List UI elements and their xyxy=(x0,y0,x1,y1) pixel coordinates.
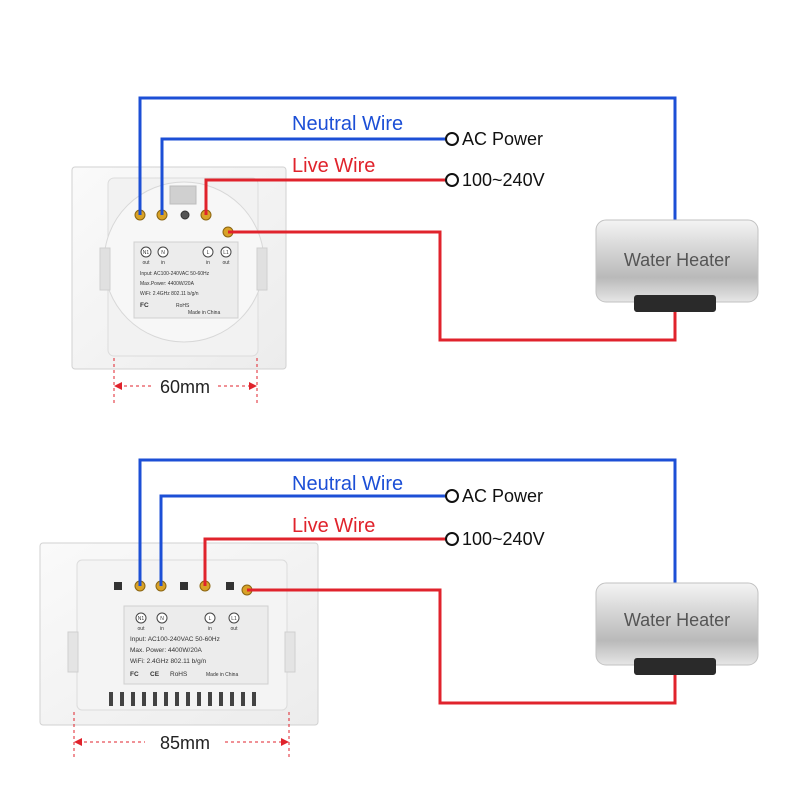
top-neutral-label: Neutral Wire xyxy=(292,113,403,135)
top-right-clip xyxy=(256,247,268,291)
top-terminal-l1-dir: out xyxy=(223,260,231,266)
bottom-dimension: 85mm xyxy=(73,712,290,760)
bottom-voltage-label: 100~240V xyxy=(462,529,545,549)
top-spec-label xyxy=(133,241,239,319)
bottom-terminal-n1-label: N1 xyxy=(138,616,145,622)
bottom-live-wire xyxy=(203,537,446,586)
top-voltage-terminal xyxy=(445,173,459,187)
bottom-terminal-labels: N1 N L L1 out in in out xyxy=(135,612,240,632)
top-heater-label: Water Heater xyxy=(624,250,730,270)
bottom-terminal-l-label: L xyxy=(209,616,212,622)
top-water-heater: Water Heater xyxy=(595,219,759,312)
top-cert-fc: FC xyxy=(140,302,149,309)
bottom-cert-fc: FC xyxy=(130,671,139,678)
top-terminal-n-label: N xyxy=(161,250,165,256)
top-made-in: Made in China xyxy=(188,310,220,316)
top-ac-power-label: AC Power xyxy=(462,129,543,149)
bottom-terminal-row xyxy=(114,582,234,590)
bottom-terminal-l1-dir: out xyxy=(231,626,239,632)
bottom-made-in: Made in China xyxy=(206,672,238,678)
bottom-width-label: 85mm xyxy=(160,733,210,753)
bottom-terminal-n-dir: in xyxy=(160,626,164,632)
top-left-clip xyxy=(99,247,111,291)
bottom-ac-power-label: AC Power xyxy=(462,486,543,506)
bottom-neutral-loop-wire xyxy=(138,458,677,588)
bottom-terminal-l1-label: L1 xyxy=(231,616,237,622)
top-spec-power: Max.Power: 4400W/20A xyxy=(140,281,195,287)
bottom-spec-label xyxy=(123,605,269,685)
top-terminal-n-dir: in xyxy=(161,260,165,266)
bottom-terminal-l-dir: in xyxy=(208,626,212,632)
bottom-neutral-label: Neutral Wire xyxy=(292,473,403,495)
top-terminal-n1-label: N1 xyxy=(143,250,150,256)
top-diagram: N1 N L L1 out in in out Input: AC100-240… xyxy=(71,96,759,405)
top-screw-mid xyxy=(180,210,190,220)
bottom-spec-wifi: WiFi: 2.4GHz 802.11 b/g/n xyxy=(130,658,206,665)
top-terminal-l-dir: in xyxy=(206,260,210,266)
bottom-voltage-terminal xyxy=(445,532,459,546)
top-terminal-l1-label: L1 xyxy=(223,250,229,256)
top-cert-rohs: RoHS xyxy=(176,303,190,309)
bottom-water-heater: Water Heater xyxy=(595,582,759,675)
top-width-label: 60mm xyxy=(160,377,210,397)
bottom-left-clip xyxy=(67,631,79,673)
top-voltage-label: 100~240V xyxy=(462,170,545,190)
bottom-vent-slots xyxy=(109,692,256,706)
bottom-neutral-wire xyxy=(159,494,446,586)
bottom-diagram: N1 N L L1 out in in out Input: AC100-240… xyxy=(39,458,759,760)
bottom-cert-ce: CE xyxy=(150,671,160,678)
top-live-label: Live Wire xyxy=(292,155,375,177)
bottom-terminal-n-label: N xyxy=(160,616,164,622)
top-spec-input: Input: AC100-240VAC 50-60Hz xyxy=(140,271,210,277)
bottom-right-clip xyxy=(284,631,296,673)
top-dimension: 60mm xyxy=(113,358,258,405)
top-load-wire xyxy=(228,230,677,342)
bottom-live-label: Live Wire xyxy=(292,515,375,537)
top-neutral-wire xyxy=(160,137,446,215)
top-spec-wifi: WiFi: 2.4GHz 802.11 b/g/n xyxy=(140,291,199,297)
bottom-ac-terminal xyxy=(445,489,459,503)
bottom-spec-power: Max. Power: 4400W/20A xyxy=(130,647,203,654)
bottom-heater-label: Water Heater xyxy=(624,610,730,630)
top-neutral-loop-wire xyxy=(138,96,677,225)
top-live-wire xyxy=(204,178,446,215)
top-terminal-n1-dir: out xyxy=(143,260,151,266)
bottom-load-wire xyxy=(247,588,677,705)
bottom-spec-input: Input: AC100-240VAC 50-60Hz xyxy=(130,636,220,643)
top-ac-terminal xyxy=(445,132,459,146)
top-terminal-labels: N1 N L L1 out in in out xyxy=(140,246,232,266)
bottom-cert-rohs: RoHS xyxy=(170,671,188,678)
bottom-terminal-n1-dir: out xyxy=(138,626,146,632)
top-terminal-block xyxy=(169,185,197,205)
top-terminal-l-label: L xyxy=(207,250,210,256)
